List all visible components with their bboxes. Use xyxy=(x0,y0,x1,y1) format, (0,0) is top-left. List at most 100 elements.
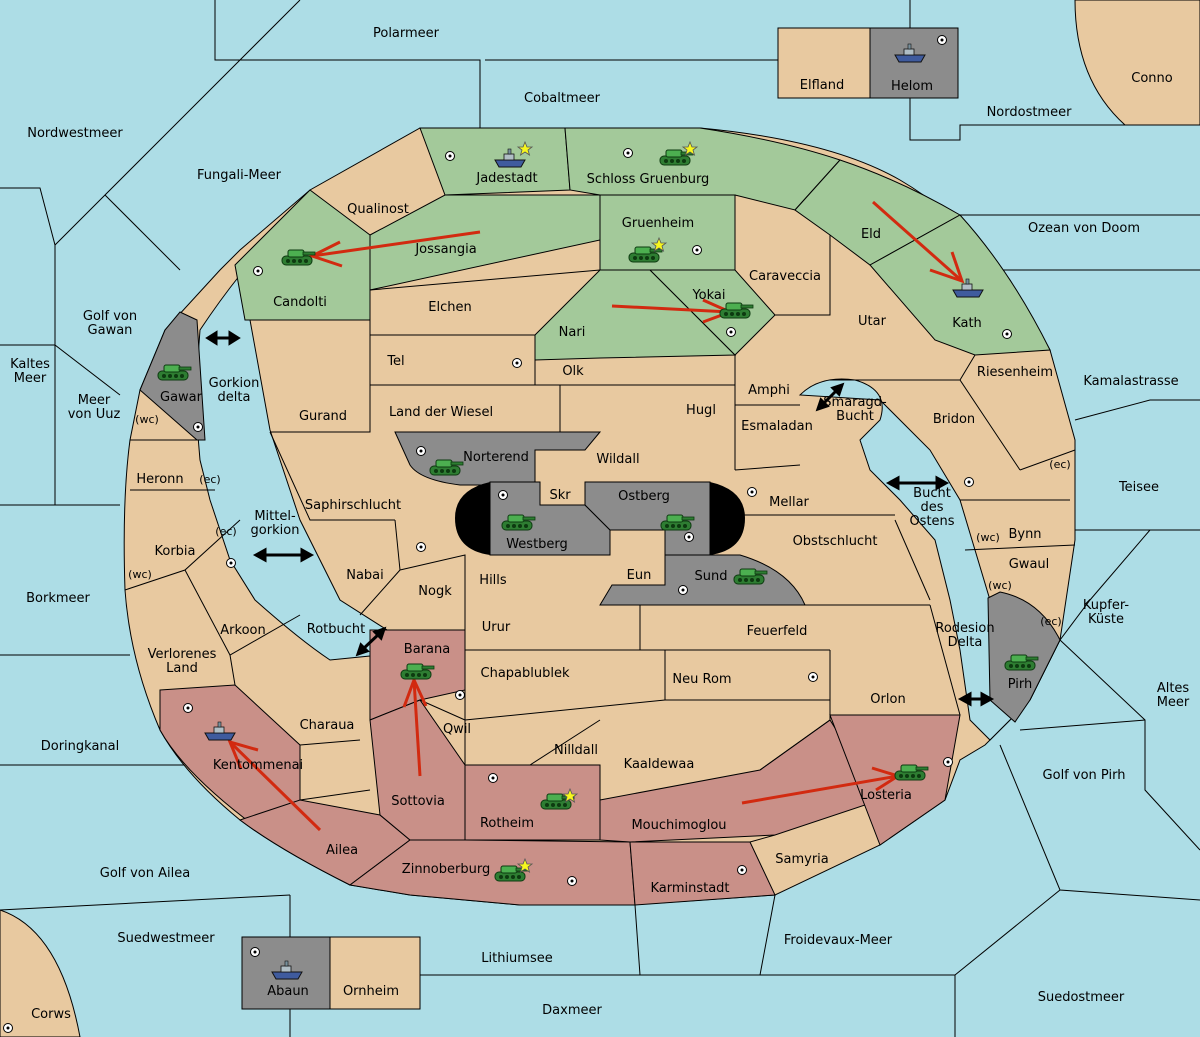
sea-label: Nordwestmeer xyxy=(27,126,123,141)
coast-tag: (ec) xyxy=(1040,615,1061,628)
double-arrow-icon xyxy=(957,691,995,707)
double-arrow-icon xyxy=(355,626,387,657)
sea-label: Ozean von Doom xyxy=(1028,221,1140,236)
coast-tag: (wc) xyxy=(988,579,1012,592)
territory-label: Pirh xyxy=(1008,677,1033,692)
territory-sund[interactable] xyxy=(599,554,806,606)
territory-label: Mouchimoglou xyxy=(631,818,726,833)
sea-label: Borkmeer xyxy=(26,591,90,606)
supply-center-icon xyxy=(937,35,947,45)
territory-label: Riesenheim xyxy=(977,365,1053,380)
supply-center-icon xyxy=(445,151,455,161)
supply-center-icon xyxy=(183,703,193,713)
supply-center-icon xyxy=(253,266,263,276)
territory-kath[interactable] xyxy=(869,214,1051,356)
move-arrow-icon xyxy=(402,676,428,777)
territory-label: Skr xyxy=(549,488,571,503)
supply-center-icon xyxy=(747,487,757,497)
coast-tags: (wc) (ec) (ec) (wc) (ec) (wc) (wc) (ec) xyxy=(128,413,1071,628)
sea-label: Mittel-gorkion xyxy=(251,509,300,538)
ostberg-cap xyxy=(710,482,745,555)
territory-label: Westberg xyxy=(506,537,568,552)
territory-losteria[interactable] xyxy=(829,714,961,846)
territory-label: Helom xyxy=(891,79,933,94)
territory-ornheim[interactable] xyxy=(329,936,421,1010)
coast-tag: (wc) xyxy=(128,568,152,581)
supply-center-icon xyxy=(692,245,702,255)
supply-center-icon xyxy=(964,477,974,487)
coast-tag: (wc) xyxy=(135,413,159,426)
supply-center-icon xyxy=(3,1023,13,1033)
territory-label: Ostberg xyxy=(618,489,670,504)
territory-label: Heronn xyxy=(136,472,183,487)
territory-label: Obstschlucht xyxy=(793,534,878,549)
sea-label: Doringkanal xyxy=(41,739,120,754)
coast-tag: (ec) xyxy=(199,473,220,486)
territory-schloss-gruenburg[interactable] xyxy=(564,127,841,211)
territory-label: Corws xyxy=(31,1007,71,1022)
territory-label: Conno xyxy=(1131,71,1173,86)
supply-center-icon xyxy=(737,865,747,875)
territory-label: Bridon xyxy=(933,412,975,427)
territory-label: Yokai xyxy=(691,288,725,303)
supply-center-icon xyxy=(567,876,577,886)
territory-label: Kentommenai xyxy=(213,758,303,773)
supply-center-icon xyxy=(455,690,465,700)
westberg-cap xyxy=(455,482,490,555)
territory-label: Nabai xyxy=(346,568,384,583)
territory-label: Elchen xyxy=(428,300,471,315)
supply-center-icon xyxy=(726,327,736,337)
territory-label: Barana xyxy=(404,642,450,657)
sea-label: Rotbucht xyxy=(307,622,365,637)
territory-label: Rotheim xyxy=(480,816,534,831)
territory-label: Qwil xyxy=(443,722,471,737)
supply-center-icon xyxy=(623,148,633,158)
territory-label: Gawar xyxy=(160,390,203,405)
territory-label: Candolti xyxy=(273,295,327,310)
territory-label: Amphi xyxy=(748,383,790,398)
territory-label: Arkoon xyxy=(220,623,265,638)
territory-label: Gurand xyxy=(299,409,347,424)
sea-label: Suedwestmeer xyxy=(117,931,215,946)
sea-label: Froidevaux-Meer xyxy=(784,933,893,948)
supply-center-icon xyxy=(684,532,694,542)
inner-lagoon xyxy=(194,273,396,661)
territory-label: Ornheim xyxy=(343,984,399,999)
territory-label: Kath xyxy=(952,316,982,331)
territory-labels: Conno Elfland Helom Jadestadt Schloss Gr… xyxy=(31,71,1173,1022)
territory-label: Hills xyxy=(479,573,507,588)
territory-label: Nogk xyxy=(418,584,452,599)
territory-label: Eld xyxy=(861,227,881,242)
territory-label: Wildall xyxy=(596,452,639,467)
sea-label: Kamalastrasse xyxy=(1083,374,1178,389)
move-arrows xyxy=(227,200,965,832)
territory-label: Korbia xyxy=(154,544,195,559)
territory-karminstadt[interactable] xyxy=(629,841,776,906)
territory-gruenheim[interactable] xyxy=(599,194,736,271)
sea-labels: Polarmeer Cobaltmeer Nordwestmeer Fungal… xyxy=(10,26,1190,1018)
move-arrow-icon xyxy=(872,200,965,284)
territory-label: Charaua xyxy=(300,718,355,733)
territory-label: Sund xyxy=(695,569,728,584)
double-arrow-icon xyxy=(885,475,950,491)
coast-tag: (ec) xyxy=(1049,458,1070,471)
supply-center-icon xyxy=(512,358,522,368)
territory-label: Mellar xyxy=(769,495,809,510)
land-borders xyxy=(124,235,1076,843)
territory-label: Nilldall xyxy=(554,743,598,758)
territory-label: Losteria xyxy=(860,788,912,803)
supply-center-icon xyxy=(226,558,236,568)
territory-label: Jadestadt xyxy=(475,171,537,186)
territory-conno[interactable] xyxy=(1074,0,1200,126)
sea-label: Golf von Ailea xyxy=(100,866,190,881)
sea-label: Suedostmeer xyxy=(1038,990,1125,1005)
sea-label: Lithiumsee xyxy=(481,951,552,966)
sea-label: Kupfer-Küste xyxy=(1083,598,1129,627)
territory-elfland[interactable] xyxy=(777,27,871,99)
supply-center-icon xyxy=(250,947,260,957)
